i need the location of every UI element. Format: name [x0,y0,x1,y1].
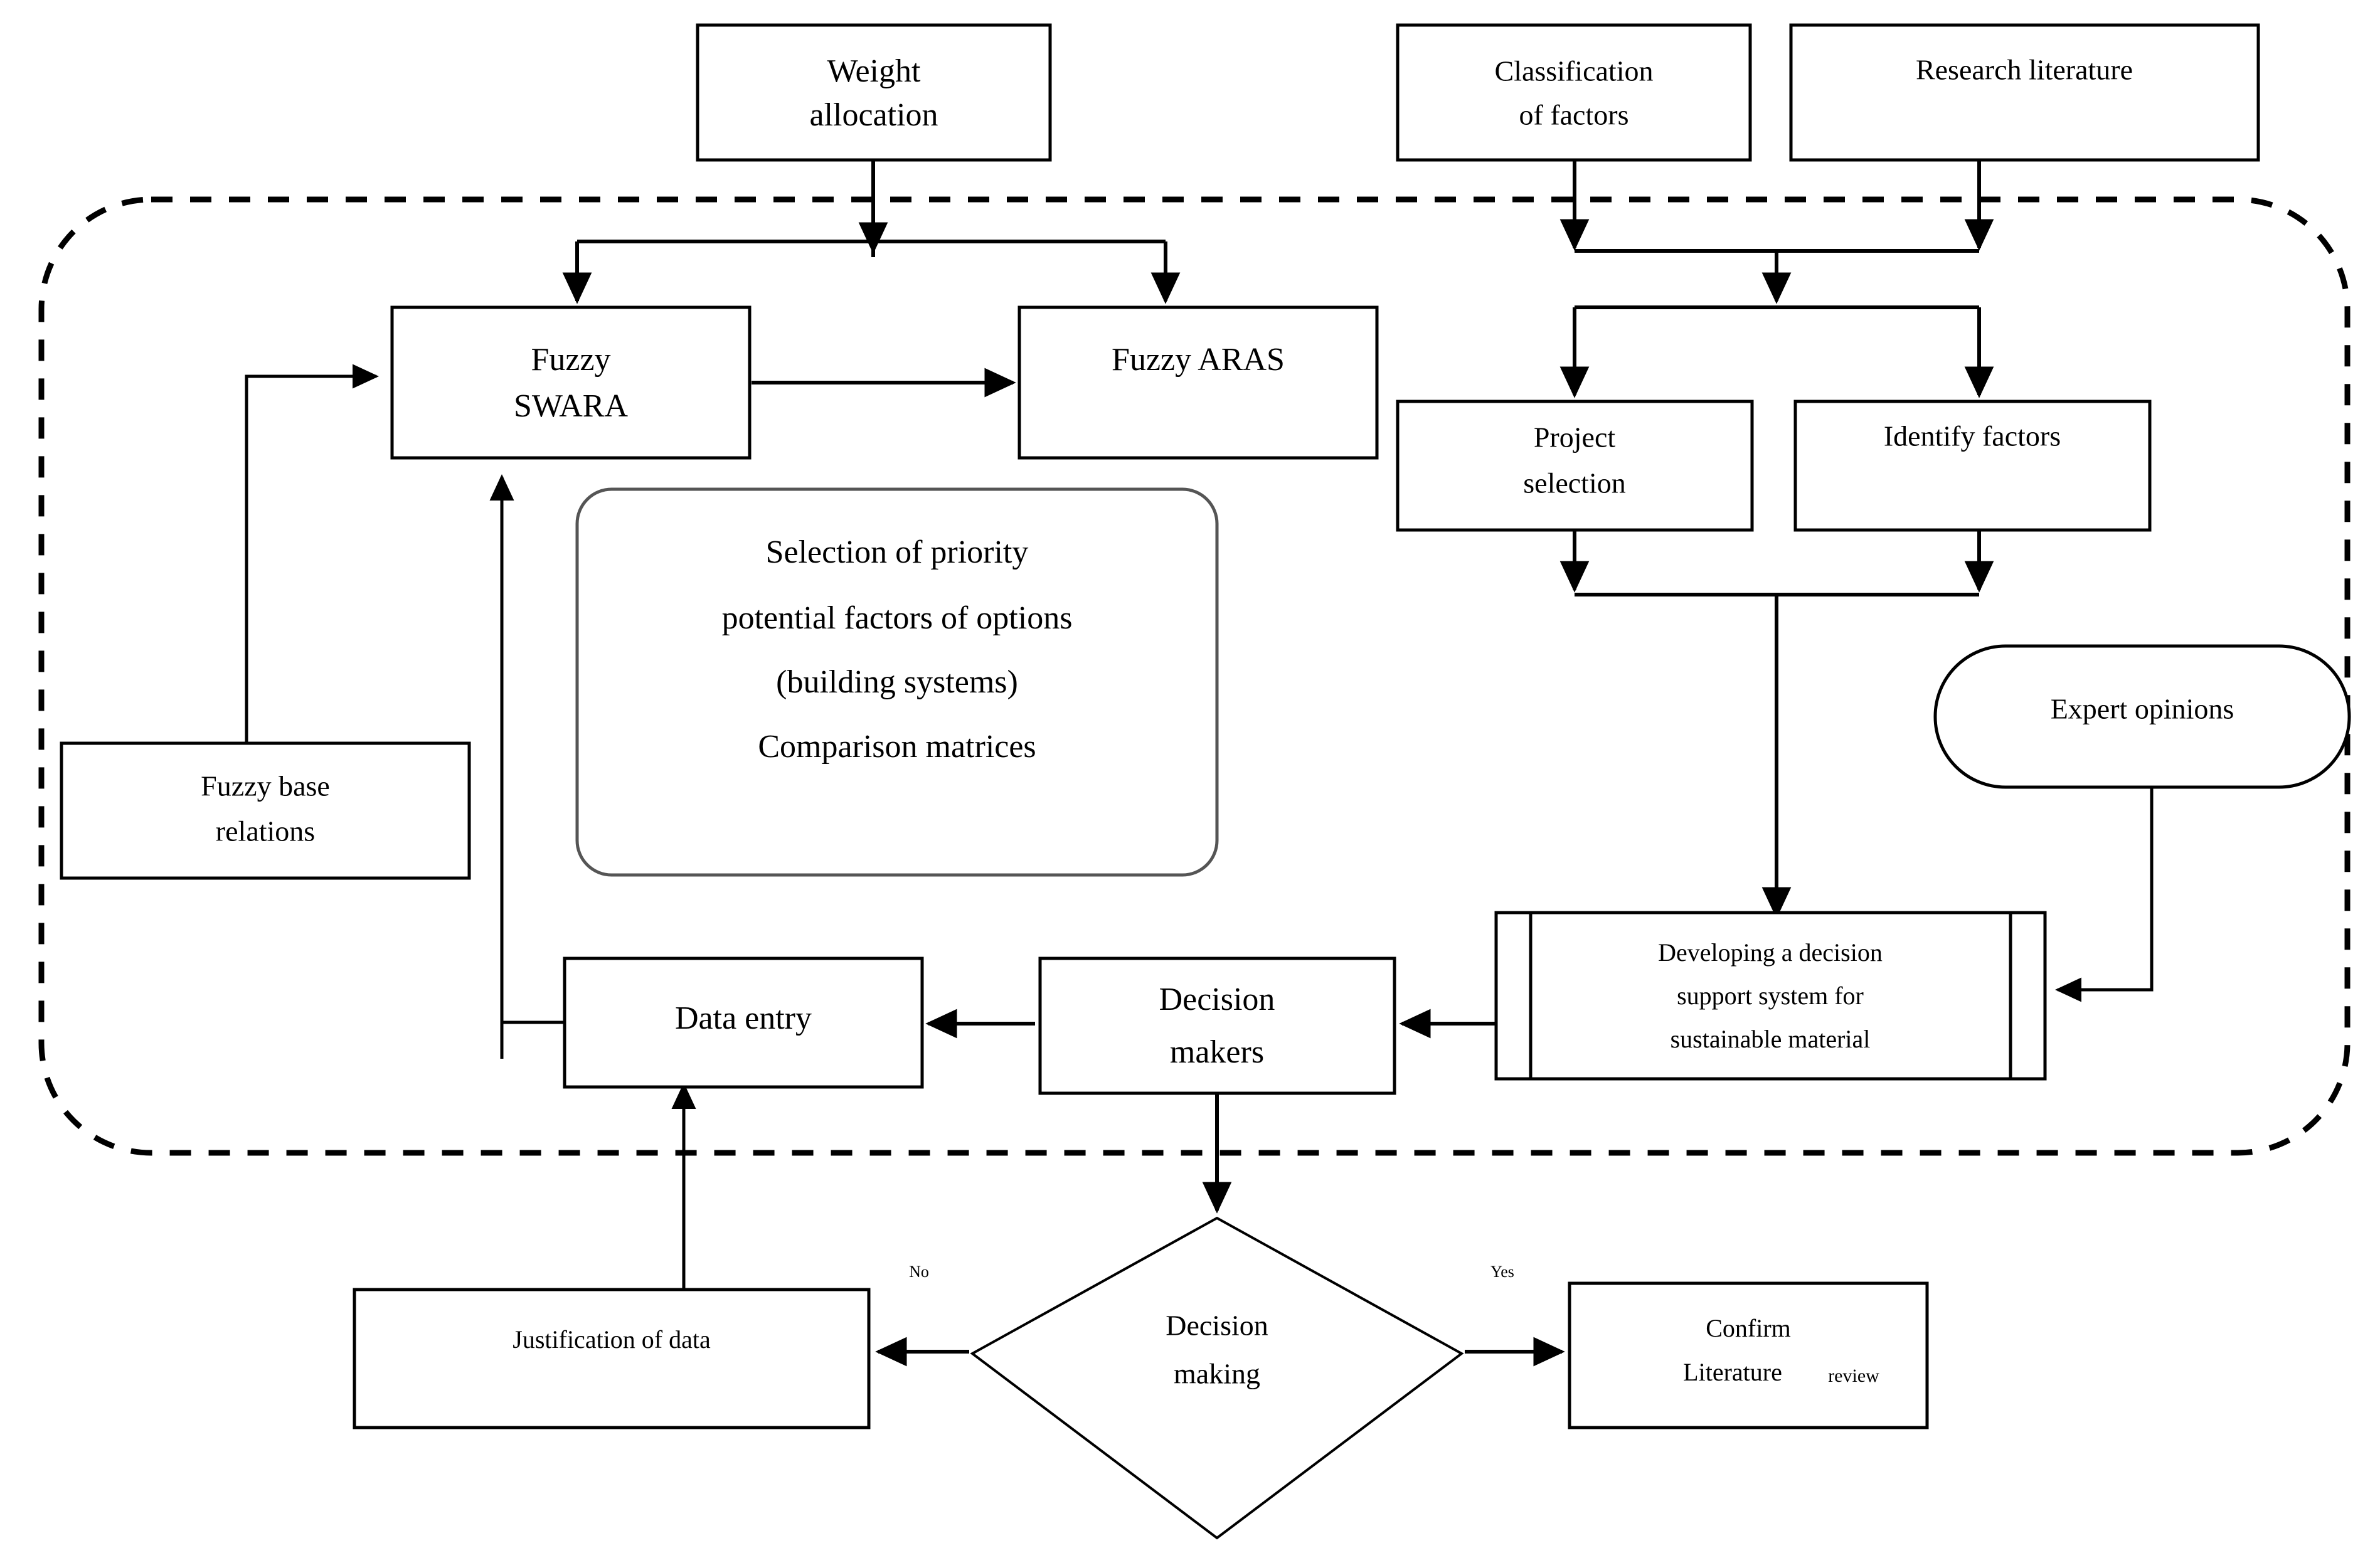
decision-making-line1: Decision [1166,1310,1268,1342]
project-selection-line1: Project [1534,421,1616,453]
node-identify-factors[interactable]: Identify factors [1793,400,2152,532]
expert-opinions-line1: Expert opinions [2051,693,2234,725]
node-expert-opinions[interactable]: Expert opinions [1933,644,2351,789]
node-justification-of-data[interactable]: Justification of data [353,1288,871,1429]
decision-makers-line1: Decision [1159,982,1275,1017]
dss-line3: sustainable material [1671,1025,1871,1053]
project-selection-line2: selection [1523,467,1626,499]
classification-line2: of factors [1519,99,1629,131]
confirm-line2a: Literature [1683,1358,1782,1386]
node-fuzzy-base-relations[interactable]: Fuzzy base relations [60,741,471,880]
node-classification-of-factors[interactable]: Classification of factors [1396,23,1752,162]
selection-line3: (building systems) [776,664,1018,700]
confirm-line2b: review [1828,1365,1879,1386]
edge-label-no: No [909,1263,929,1281]
node-data-entry[interactable]: Data entry [563,957,924,1089]
justification-line1: Justification of data [513,1325,711,1354]
edge-split-bar-bottom [1575,305,1979,395]
classification-line1: Classification [1495,55,1654,87]
selection-line2: potential factors of options [722,600,1073,636]
dashed-boundary [38,196,2351,1156]
decision-making-line2: making [1174,1358,1260,1390]
node-decision-makers[interactable]: Decision makers [1038,957,1396,1095]
node-selection-of-priority[interactable]: Selection of priority potential factors … [575,487,1219,877]
node-fuzzy-swara[interactable]: Fuzzy SWARA [390,305,752,460]
node-fuzzy-aras[interactable]: Fuzzy ARAS [1017,305,1379,460]
edge-label-yes: Yes [1490,1263,1514,1281]
fuzzy-base-line2: relations [216,815,315,847]
dss-line1: Developing a decision [1658,938,1883,967]
data-entry-line1: Data entry [675,1000,812,1036]
research-literature-line1: Research literature [1916,54,2133,86]
identify-factors-line1: Identify factors [1884,420,2061,452]
node-decision-making[interactable]: Decision making [970,1216,1464,1540]
node-project-selection[interactable]: Project selection [1396,400,1754,532]
edge-merge-to-dss [1575,593,1979,916]
selection-line1: Selection of priority [766,534,1029,570]
edge-fuzzybase-to-swara [245,364,380,743]
fuzzy-base-line1: Fuzzy base [201,770,330,802]
dss-line2: support system for [1677,982,1864,1010]
edge-expert-to-dss [2054,787,2154,1002]
node-weight-allocation[interactable]: Weight allocation [696,23,1052,162]
fuzzy-swara-line2: SWARA [514,388,628,424]
node-confirm-literature-review[interactable]: Confirm Literature review [1568,1281,1929,1429]
node-developing-dss[interactable]: Developing a decision support system for… [1494,911,2047,1081]
confirm-line1: Confirm [1706,1314,1791,1342]
selection-line4: Comparison matrices [758,729,1036,765]
edge-merge-bar-top [1575,249,1979,301]
weight-allocation-line1: Weight [827,53,921,89]
fuzzy-aras-line1: Fuzzy ARAS [1112,342,1285,378]
node-research-literature[interactable]: Research literature [1789,23,2260,162]
decision-makers-line2: makers [1170,1034,1264,1070]
fuzzy-swara-line1: Fuzzy [531,342,610,378]
edge-split-bar-left [577,240,1166,301]
weight-allocation-line2: allocation [809,97,938,133]
